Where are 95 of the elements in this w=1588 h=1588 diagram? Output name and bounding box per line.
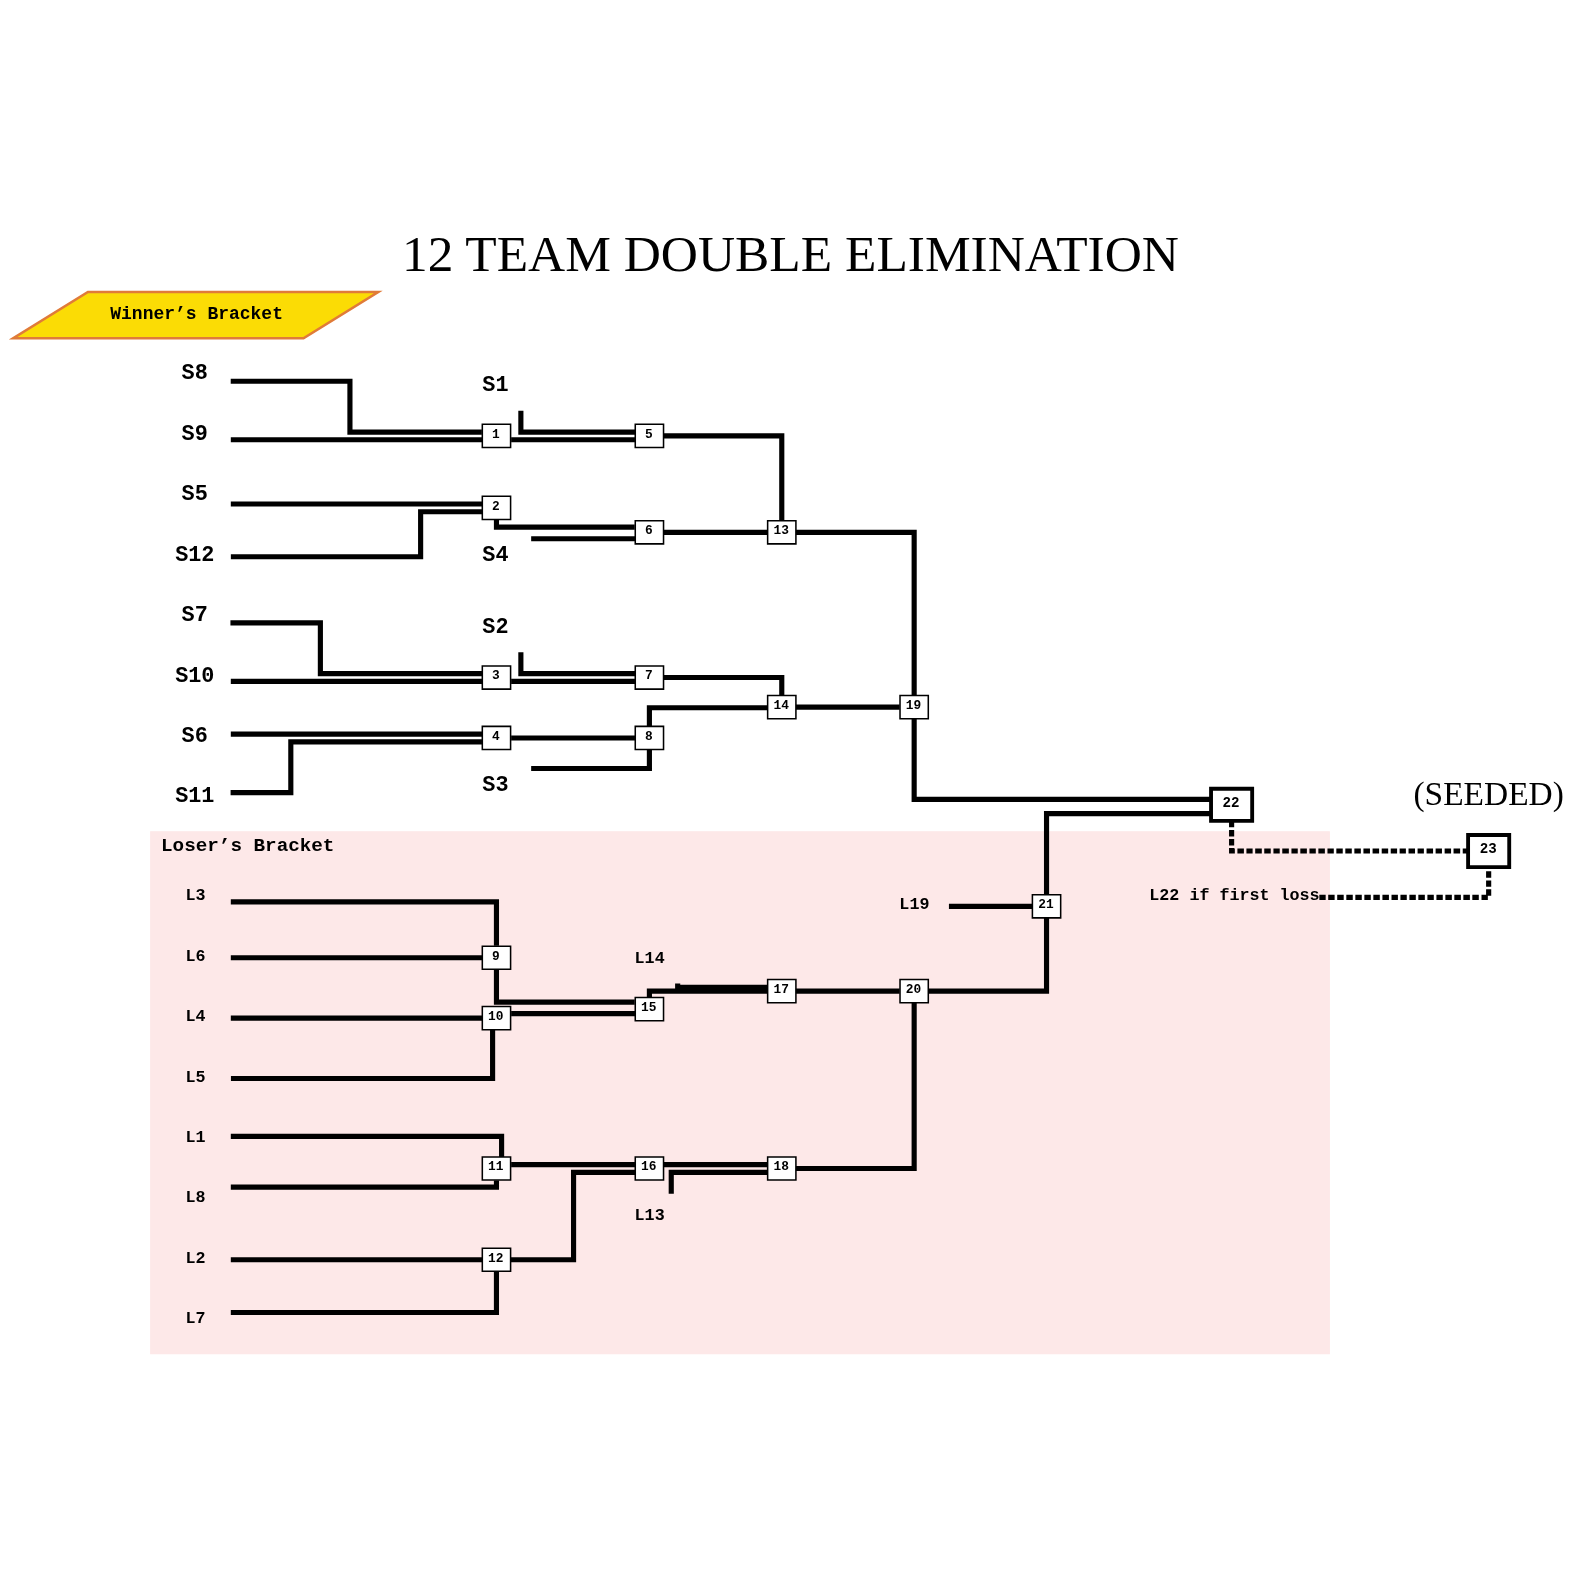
- node-text: S6: [181, 723, 208, 749]
- connector: [511, 678, 635, 684]
- node-text: S8: [181, 361, 208, 386]
- connector: [663, 1161, 768, 1167]
- node-box: 5: [634, 423, 665, 448]
- node-text: S7: [181, 602, 208, 628]
- label: (SEEDED): [1413, 774, 1564, 812]
- node-text: S10: [175, 663, 215, 689]
- connector: [230, 1270, 500, 1315]
- node-box: 21: [1031, 893, 1062, 919]
- node-text: L14: [634, 948, 665, 968]
- node-text: S1: [482, 372, 509, 398]
- node-text: L6: [185, 946, 206, 966]
- node-box: 14: [766, 694, 797, 719]
- connector: [795, 704, 900, 710]
- node-text: L8: [185, 1187, 206, 1207]
- connector: [663, 529, 768, 535]
- connector: [668, 1169, 768, 1194]
- connector: [518, 651, 636, 676]
- node-text: L22 if first loss: [1149, 885, 1320, 905]
- connector: [646, 704, 768, 726]
- connector: [675, 983, 768, 990]
- connector: [493, 968, 635, 1005]
- node-box: 9: [481, 944, 512, 970]
- node-box: 20: [899, 978, 930, 1003]
- node-text: L19: [899, 894, 930, 914]
- node-text: S5: [181, 481, 208, 507]
- connector: [1229, 820, 1469, 854]
- node-text: S9: [181, 421, 208, 447]
- connector: [230, 1179, 500, 1190]
- connector: [518, 410, 636, 435]
- node-text: L7: [185, 1308, 206, 1328]
- connector: [230, 1133, 505, 1157]
- node-text: S12: [175, 542, 215, 568]
- node-text: S11: [175, 783, 215, 809]
- connector: [795, 529, 917, 695]
- connector: [663, 432, 785, 520]
- node-box: 11: [481, 1155, 512, 1181]
- connector: [511, 1010, 635, 1016]
- connector: [911, 718, 1211, 802]
- node-box: 19: [899, 694, 930, 719]
- diagram-title: 12 TEAM DOUBLE ELIMINATION: [402, 224, 1179, 282]
- connector: [230, 1015, 483, 1021]
- node-text: L2: [185, 1248, 206, 1268]
- node-text: L13: [634, 1205, 665, 1225]
- connector: [511, 734, 635, 741]
- node-box: 23: [1466, 832, 1512, 869]
- connector: [230, 436, 483, 442]
- node-box: 4: [481, 725, 512, 750]
- node-box: 13: [766, 519, 797, 545]
- connector: [230, 738, 482, 795]
- connector: [1043, 810, 1211, 895]
- node-box: 16: [634, 1155, 665, 1181]
- node-text: S2: [482, 614, 509, 640]
- node-box: 22: [1209, 786, 1255, 823]
- connector: [795, 1002, 917, 1171]
- connector: [511, 436, 635, 442]
- connector: [230, 678, 483, 684]
- node-box: 17: [766, 978, 797, 1003]
- connector: [230, 508, 483, 559]
- node-text: L1: [185, 1127, 206, 1147]
- node-box: 6: [634, 519, 665, 545]
- connector: [663, 674, 785, 695]
- node-box: 10: [481, 1005, 512, 1030]
- connector: [531, 535, 636, 541]
- connector: [230, 500, 483, 507]
- connector: [1319, 866, 1492, 900]
- node-box: 8: [634, 725, 665, 750]
- connector: [646, 988, 768, 997]
- node-text: S3: [482, 772, 509, 798]
- node-box: 7: [634, 664, 665, 690]
- node-text: L3: [185, 885, 206, 905]
- connector: [531, 749, 652, 771]
- connector: [230, 731, 483, 737]
- node-box: 1: [481, 423, 512, 448]
- node-text: S4: [482, 542, 509, 568]
- node-box: 12: [481, 1246, 512, 1272]
- connector: [230, 898, 500, 946]
- node-text: L4: [185, 1006, 206, 1026]
- connector: [928, 917, 1050, 994]
- node-box: 15: [634, 996, 665, 1021]
- connector: [230, 1029, 496, 1081]
- node-box: 3: [481, 664, 512, 690]
- connector: [230, 619, 483, 676]
- connector: [493, 519, 635, 530]
- connector: [511, 1161, 635, 1167]
- node-box: 2: [481, 495, 512, 520]
- connector: [230, 378, 482, 435]
- connector: [230, 954, 483, 960]
- connector: [510, 1169, 636, 1262]
- connector: [795, 988, 900, 994]
- node-text: L5: [185, 1067, 206, 1087]
- connector: [230, 1256, 483, 1262]
- node-box: 18: [766, 1155, 797, 1181]
- connector: [948, 903, 1033, 909]
